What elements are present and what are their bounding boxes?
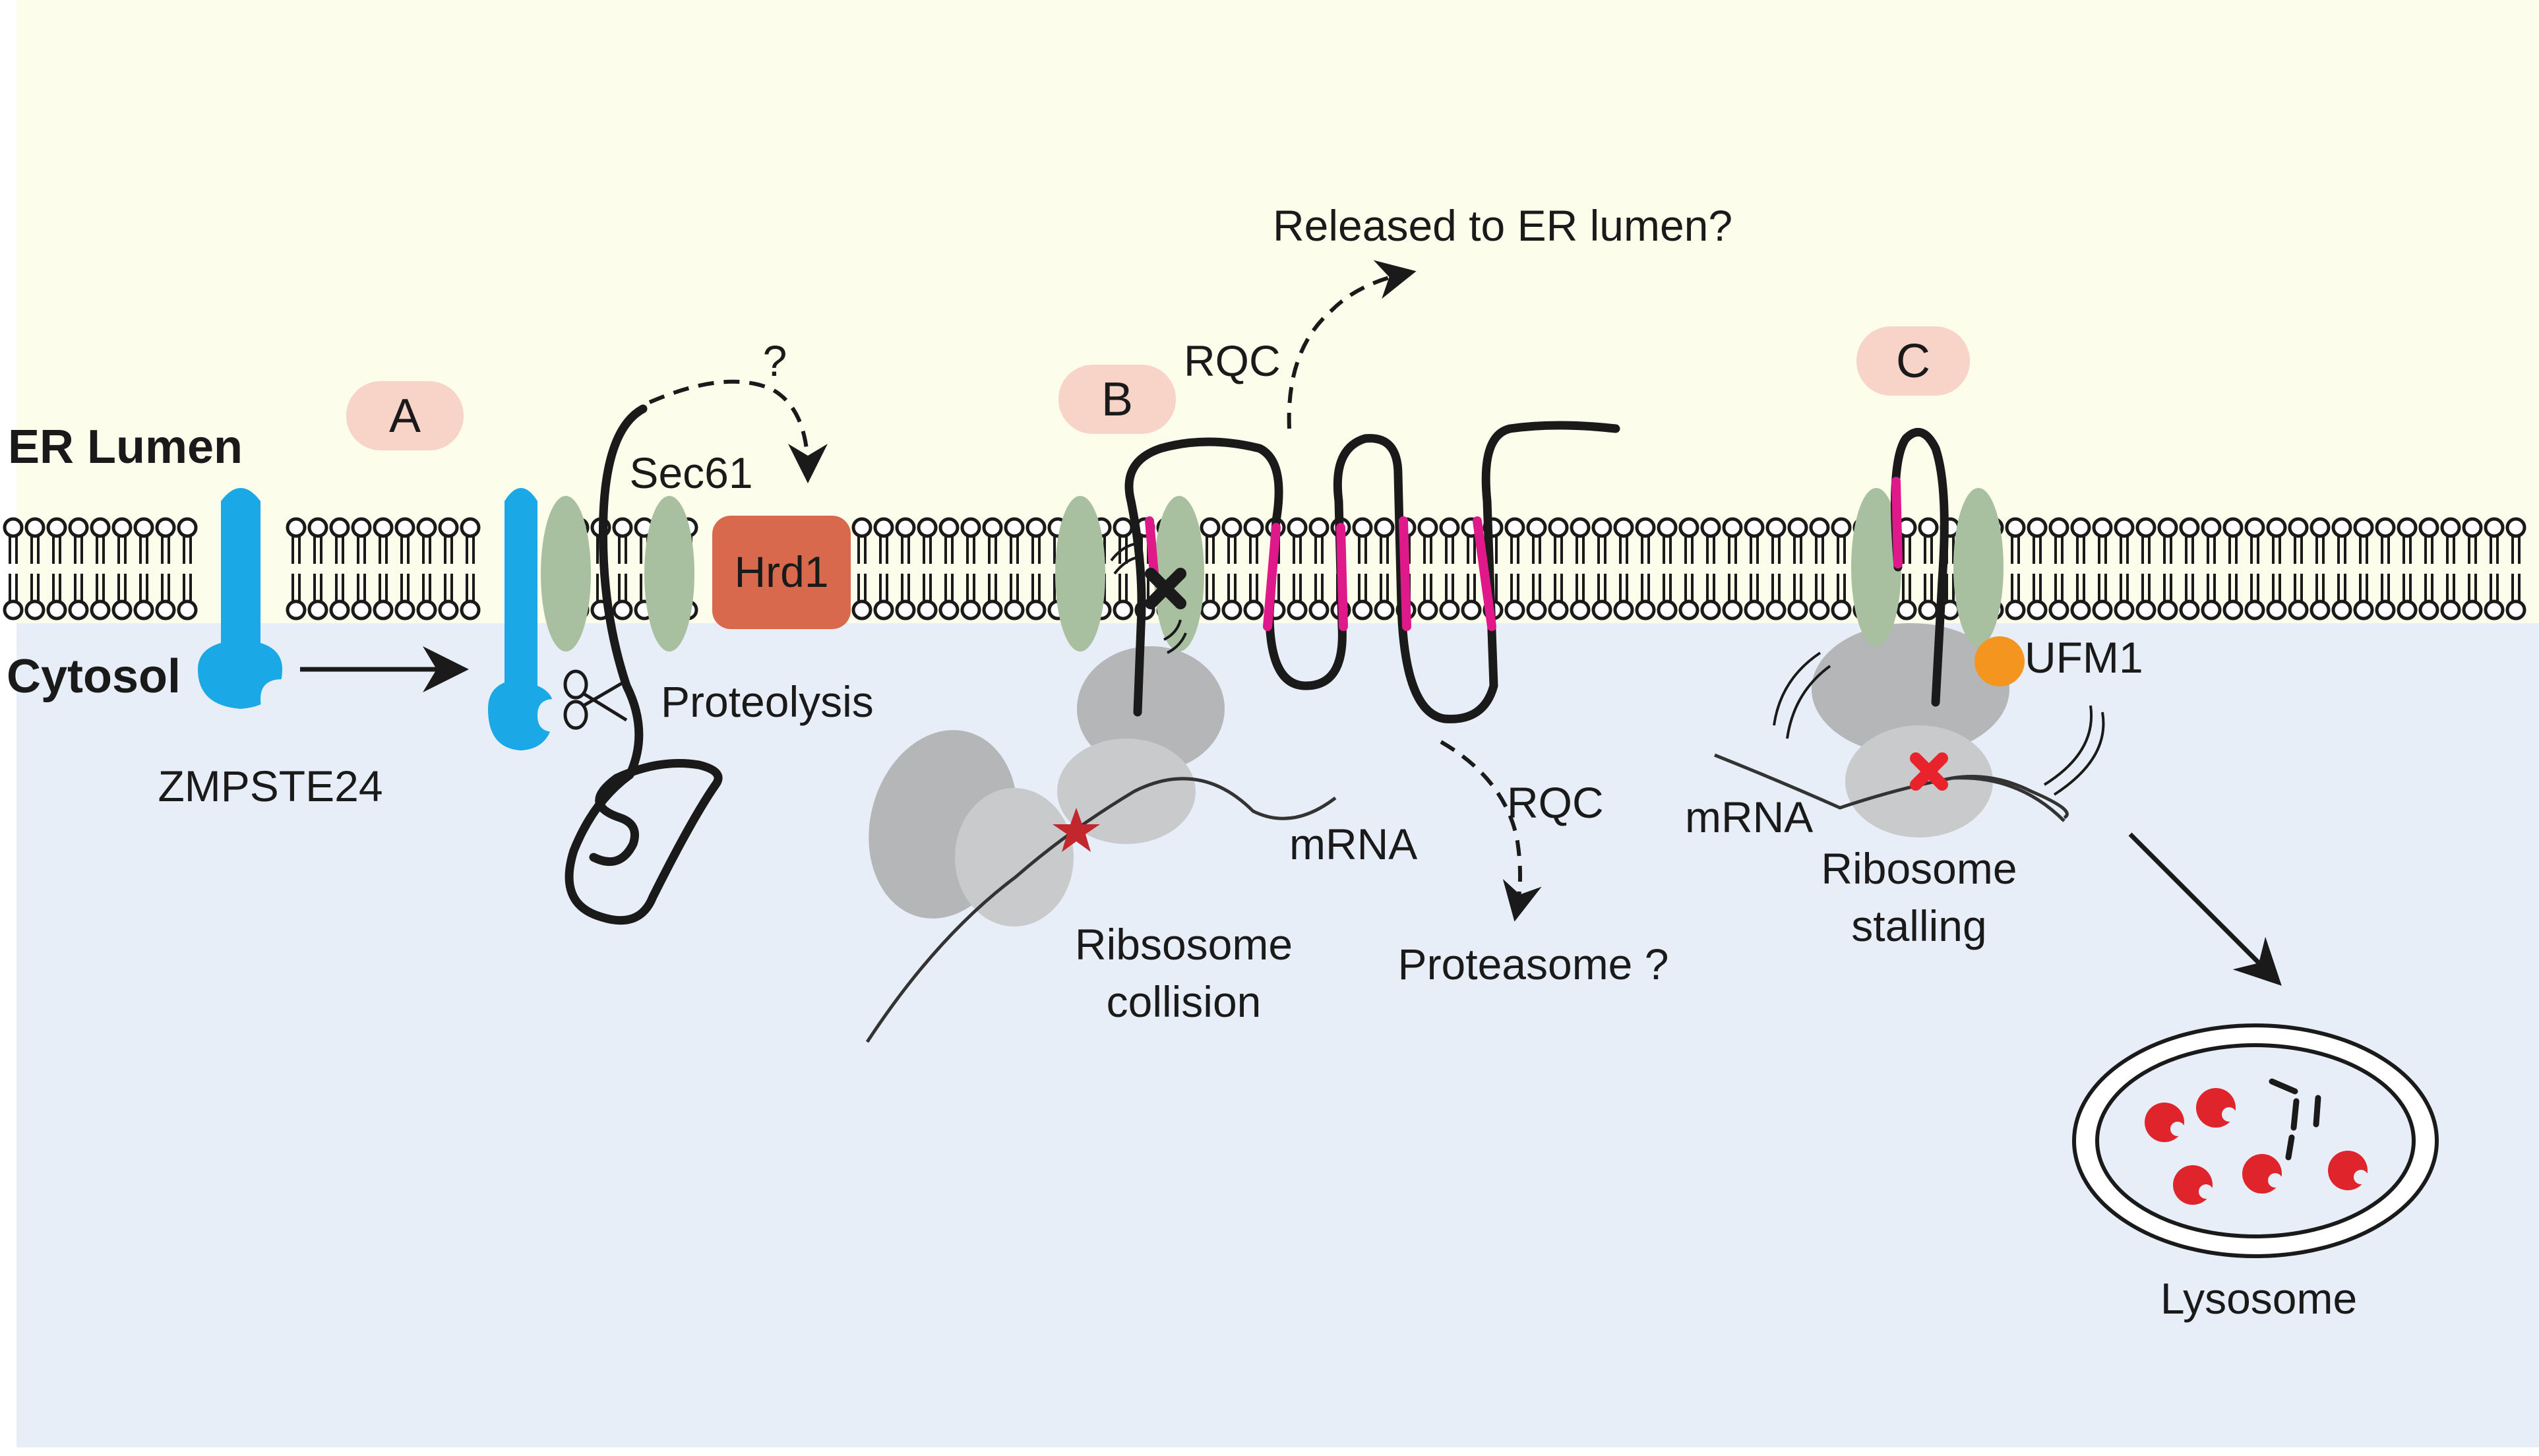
lysosome-label: Lysosome: [2160, 1274, 2357, 1323]
rqc-upper-label: RQC: [1184, 336, 1281, 385]
mrna-strand-b: [865, 777, 1337, 1043]
stalling-label-line2: stalling: [1851, 901, 1986, 950]
dashed-arrow-to-hrd1: [648, 379, 828, 483]
proteolysis-label: Proteolysis: [661, 677, 874, 726]
dashed-arrow-proteasome: [1440, 740, 1542, 922]
mrna-strand-c-tail: [1951, 776, 2065, 822]
motion-marks-c: [1773, 652, 2105, 796]
badge-a-label: A: [389, 390, 421, 442]
badge-c-label: C: [1896, 335, 1930, 388]
panel-c: C UFM1 mRNA Ribosome stalling: [1685, 326, 2439, 1323]
proteasome-label: Proteasome ?: [1398, 940, 1669, 988]
cytosol-region: [16, 623, 2539, 1447]
question-mark-label: ?: [763, 336, 787, 385]
badge-c: [1856, 326, 1970, 396]
mrna-label-b: mRNA: [1289, 820, 1417, 868]
released-label: Released to ER lumen?: [1273, 201, 1732, 250]
transmembrane-segment-c: [1891, 477, 1903, 568]
cytosol-label: Cytosol: [7, 650, 181, 703]
scissors-icon: [563, 669, 628, 730]
er-lumen-label: ER Lumen: [8, 421, 243, 473]
sec61-left-b: [1055, 496, 1105, 652]
dashed-arrow-release: [1287, 260, 1417, 429]
sec61-right-c: [1953, 488, 2004, 646]
degraded-protein-notches: [2170, 1107, 2368, 1199]
substrate-polypeptide-a: [565, 404, 723, 925]
block-x-icon: [1145, 568, 1186, 609]
zmpste24-protein-free: [198, 488, 282, 722]
transmembrane-segments-b: [1145, 516, 1496, 631]
arrow-to-lysosome: [2128, 832, 2282, 986]
badge-b-label: B: [1101, 373, 1133, 426]
collision-label-line2: collision: [1107, 977, 1262, 1026]
rqc-lower-label: RQC: [1507, 778, 1604, 827]
degraded-fragments: [2269, 1078, 2321, 1161]
sec61-left-a: [541, 496, 591, 652]
colliding-ribosome-small: [955, 788, 1074, 926]
ufm1-label: UFM1: [2025, 633, 2143, 682]
sec61-label: Sec61: [629, 448, 752, 497]
panel-a: A ZMPSTE24 Sec61 Hrd1 Proteolysis: [158, 336, 874, 925]
hrd1-label: Hrd1: [734, 547, 828, 596]
lysosome-organelle: [2072, 1023, 2439, 1258]
zmpste24-label: ZMPSTE24: [158, 762, 382, 810]
collision-star-icon: [1053, 808, 1100, 852]
stalling-label-line1: Ribosome: [1821, 844, 2017, 893]
badge-b: [1058, 365, 1176, 434]
hrd1-protein: [712, 516, 851, 629]
stalled-ribosome-large: [1812, 623, 2009, 755]
mrna-label-c: mRNA: [1685, 793, 1813, 841]
stall-x-icon: [1910, 752, 1948, 791]
badge-a: [346, 381, 464, 450]
sec61-right-a: [644, 496, 694, 652]
ufm1-modifier: [1974, 636, 2025, 686]
collision-label-line1: Ribsosome: [1075, 920, 1293, 969]
sec61-left-c: [1851, 488, 1901, 646]
zmpste24-protein-membrane: [488, 488, 554, 750]
panel-b: B mRNA RQC Released to: [865, 201, 1732, 1043]
motion-marks-b: [1110, 543, 1187, 654]
